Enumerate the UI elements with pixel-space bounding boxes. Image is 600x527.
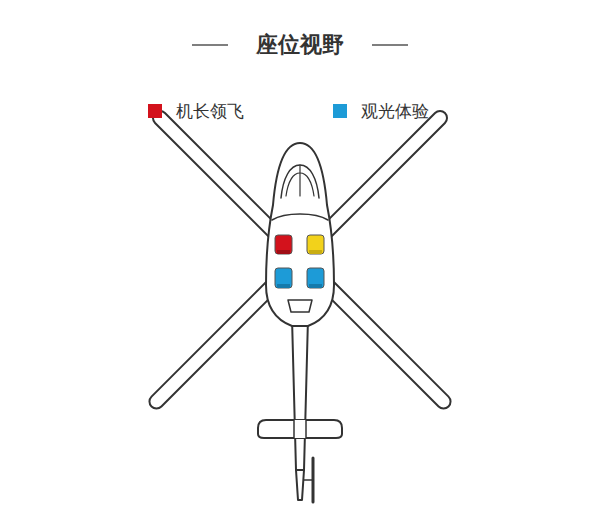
legend-swatch xyxy=(148,104,162,118)
seats xyxy=(275,235,324,288)
rotor-hub xyxy=(288,300,312,312)
seat xyxy=(307,235,324,254)
tail-boom xyxy=(292,318,308,470)
stabilizer xyxy=(258,420,342,438)
rotor-blade xyxy=(147,253,305,411)
legend-swatch xyxy=(333,104,347,118)
legend-item: 机长领飞 xyxy=(148,100,244,123)
rotor-blade xyxy=(295,253,453,411)
tail-fin xyxy=(296,470,304,500)
seat xyxy=(275,268,292,288)
legend-text: 观光体验 xyxy=(361,100,429,123)
fuselage xyxy=(266,143,334,326)
title-dash xyxy=(372,44,408,46)
title: 座位视野 xyxy=(256,30,344,60)
title-dash xyxy=(192,44,228,46)
seat xyxy=(307,268,324,288)
legend-text: 机长领飞 xyxy=(176,100,244,123)
legend-item: 观光体验 xyxy=(333,100,429,123)
windshield xyxy=(281,165,319,198)
seat xyxy=(275,235,292,254)
